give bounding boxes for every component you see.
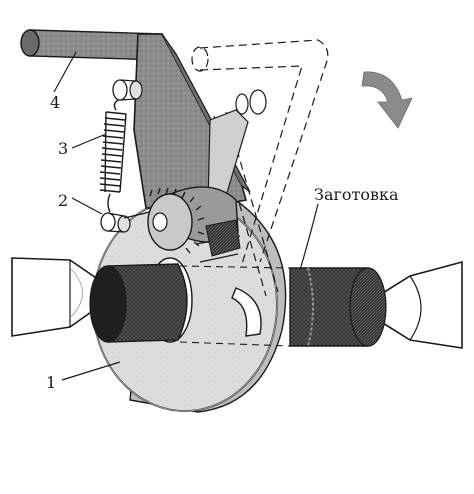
label-part-4: 4 xyxy=(50,93,60,112)
curved-arrow-down-icon xyxy=(361,71,413,129)
label-part-3: 3 xyxy=(58,139,68,158)
leader-part-4 xyxy=(53,51,77,93)
label-workpiece: Заготовка xyxy=(314,185,399,204)
workpiece-knurled-section xyxy=(289,267,387,347)
leader-part-2 xyxy=(71,197,103,215)
workpiece-hidden-lines xyxy=(179,265,291,347)
label-part-2: 2 xyxy=(58,191,68,210)
leader-workpiece xyxy=(299,203,319,271)
label-part-1: 1 xyxy=(46,373,56,392)
knurling-roller xyxy=(147,186,241,263)
pivot-bolt xyxy=(100,211,151,233)
leader-lines xyxy=(53,51,319,381)
leader-part-1 xyxy=(61,361,121,381)
labels: 4 3 2 1 Заготовка xyxy=(46,93,399,392)
spring-anchor-bolt xyxy=(112,79,143,101)
right-lathe-center xyxy=(377,260,463,349)
tension-spring xyxy=(99,99,127,213)
leader-part-3 xyxy=(71,133,107,149)
workpiece-front-section xyxy=(89,263,188,343)
